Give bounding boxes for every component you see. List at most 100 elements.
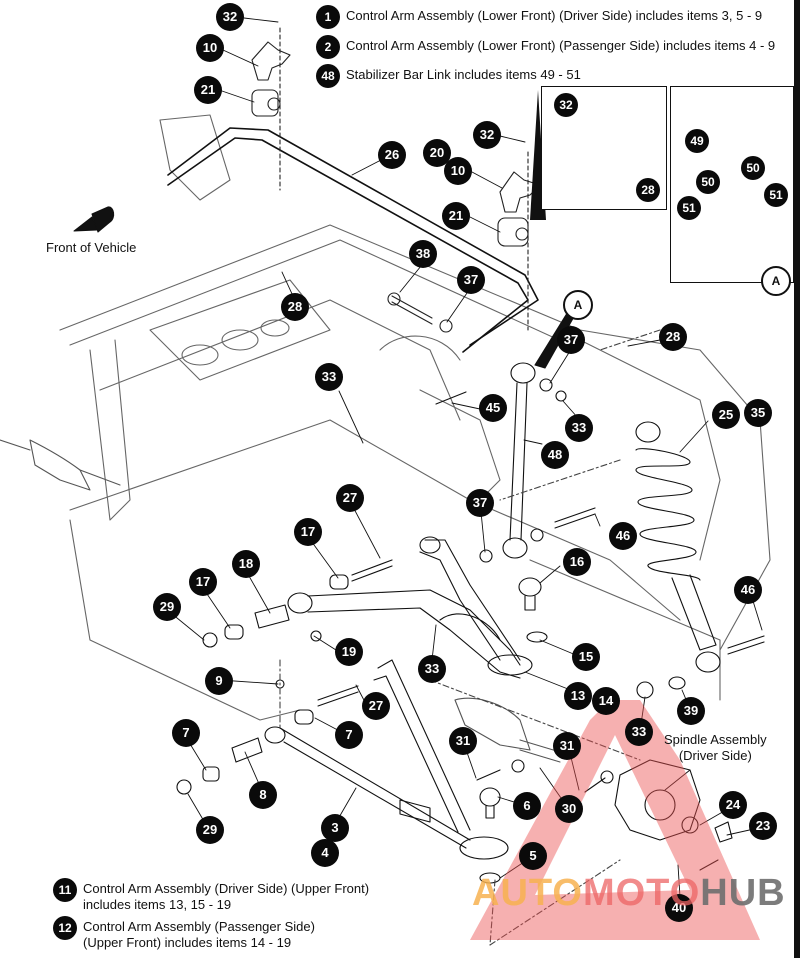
callout: 7: [335, 721, 363, 749]
callout: 32: [554, 93, 578, 117]
watermark-hub: HUB: [700, 872, 786, 914]
legend-text-2: Control Arm Assembly (Lower Front) (Pass…: [346, 38, 776, 53]
callout: 39: [677, 697, 705, 725]
callout: 27: [336, 484, 364, 512]
callout: 26: [378, 141, 406, 169]
spindle-assembly: [476, 676, 733, 871]
legend-text-12-line2: (Upper Front) includes items 14 - 19: [83, 935, 292, 950]
callout: 17: [294, 518, 322, 546]
legend-text-11-line2: includes items 13, 15 - 19: [83, 897, 232, 912]
watermark-moto: MOTO: [582, 872, 701, 914]
callout: 15: [572, 643, 600, 671]
callout: 33: [315, 363, 343, 391]
callout-11: 11: [53, 878, 77, 902]
upper-control-arm: [202, 536, 533, 679]
legend-item-11: 11 Control Arm Assembly (Driver Side) (U…: [53, 878, 369, 913]
callout: 50: [741, 156, 765, 180]
callout: 33: [625, 718, 653, 746]
spindle-label-line2: (Driver Side): [678, 748, 752, 763]
callout: 46: [609, 522, 637, 550]
spindle-label-line1: Spindle Assembly: [664, 732, 767, 747]
callout: 35: [744, 399, 772, 427]
callout: 37: [466, 489, 494, 517]
legend-text-48: Stabilizer Bar Link includes items 49 - …: [346, 67, 581, 82]
legend-text-11-line1: Control Arm Assembly (Driver Side) (Uppe…: [83, 881, 370, 896]
callout: 29: [196, 816, 224, 844]
spindle-assembly-label: Spindle Assembly (Driver Side): [664, 732, 767, 764]
callout: 13: [564, 682, 592, 710]
callout: 21: [194, 76, 222, 104]
callout: 28: [281, 293, 309, 321]
callout: 8: [249, 781, 277, 809]
front-of-vehicle-label: Front of Vehicle: [46, 240, 137, 255]
stabilizer-link-48: [435, 362, 567, 563]
callout: 7: [172, 719, 200, 747]
callout: 51: [764, 183, 788, 207]
callout: 51: [677, 196, 701, 220]
legend-text-12: Control Arm Assembly (Passenger Side) (U…: [83, 916, 315, 951]
callout: 30: [555, 795, 583, 823]
callout: 9: [205, 667, 233, 695]
lower-control-arm: [176, 659, 509, 884]
callout: 23: [749, 812, 777, 840]
callout: 49: [685, 129, 709, 153]
callout-1: 1: [316, 5, 340, 29]
callout: 38: [409, 240, 437, 268]
image-border: [794, 0, 800, 958]
callout: 5: [519, 842, 547, 870]
callout: 45: [479, 394, 507, 422]
callout: 40: [665, 894, 693, 922]
drive-shaft-left: [0, 439, 121, 491]
callout: 46: [734, 576, 762, 604]
callout: 24: [719, 791, 747, 819]
legend-item-2: 2 Control Arm Assembly (Lower Front) (Pa…: [316, 35, 775, 59]
legend-item-48: 48 Stabilizer Bar Link includes items 49…: [316, 64, 581, 88]
callout-48: 48: [316, 64, 340, 88]
callout: 21: [442, 202, 470, 230]
front-of-vehicle-arrow-shape: [73, 206, 115, 233]
callout: 25: [712, 401, 740, 429]
callout-12: 12: [53, 916, 77, 940]
callout: 31: [553, 732, 581, 760]
callout: 10: [444, 157, 472, 185]
stabilizer-bar: [167, 127, 539, 353]
legend-text-11: Control Arm Assembly (Driver Side) (Uppe…: [83, 878, 369, 913]
legend-text-12-line1: Control Arm Assembly (Passenger Side): [83, 919, 315, 934]
legend-item-1: 1 Control Arm Assembly (Lower Front) (Dr…: [316, 5, 762, 29]
callout: 50: [696, 170, 720, 194]
bracket-top-right: [497, 151, 541, 331]
legend-text-1: Control Arm Assembly (Lower Front) (Driv…: [346, 8, 763, 23]
callout: 33: [565, 414, 593, 442]
watermark-auto: AUTO: [472, 872, 583, 914]
callout: 37: [557, 326, 585, 354]
bolt-38: [387, 292, 453, 333]
legend-item-12: 12 Control Arm Assembly (Passenger Side)…: [53, 916, 315, 951]
callout: 33: [418, 655, 446, 683]
callout: 4: [311, 839, 339, 867]
watermark-logo: AUTOMOTOHUB: [472, 872, 786, 915]
callout-2: 2: [316, 35, 340, 59]
callout: 28: [636, 178, 660, 202]
callout: 37: [457, 266, 485, 294]
callout: 16: [563, 548, 591, 576]
callout: 32: [473, 121, 501, 149]
callout: 10: [196, 34, 224, 62]
callout: 31: [449, 727, 477, 755]
reference-mark-a-inset: A: [761, 266, 791, 296]
shock-absorber: [554, 421, 765, 673]
callout: 14: [592, 687, 620, 715]
callout: 6: [513, 792, 541, 820]
callout: 48: [541, 441, 569, 469]
watermark-triangle: [470, 700, 760, 940]
reference-mark-a-link: A: [563, 290, 593, 320]
callout: 3: [321, 814, 349, 842]
callout: 29: [153, 593, 181, 621]
callout: 18: [232, 550, 260, 578]
callout: 27: [362, 692, 390, 720]
callout: 32: [216, 3, 244, 31]
callout: 19: [335, 638, 363, 666]
bracket-top-left: [251, 27, 291, 191]
callout: 17: [189, 568, 217, 596]
ball-joint-16: [518, 577, 548, 643]
